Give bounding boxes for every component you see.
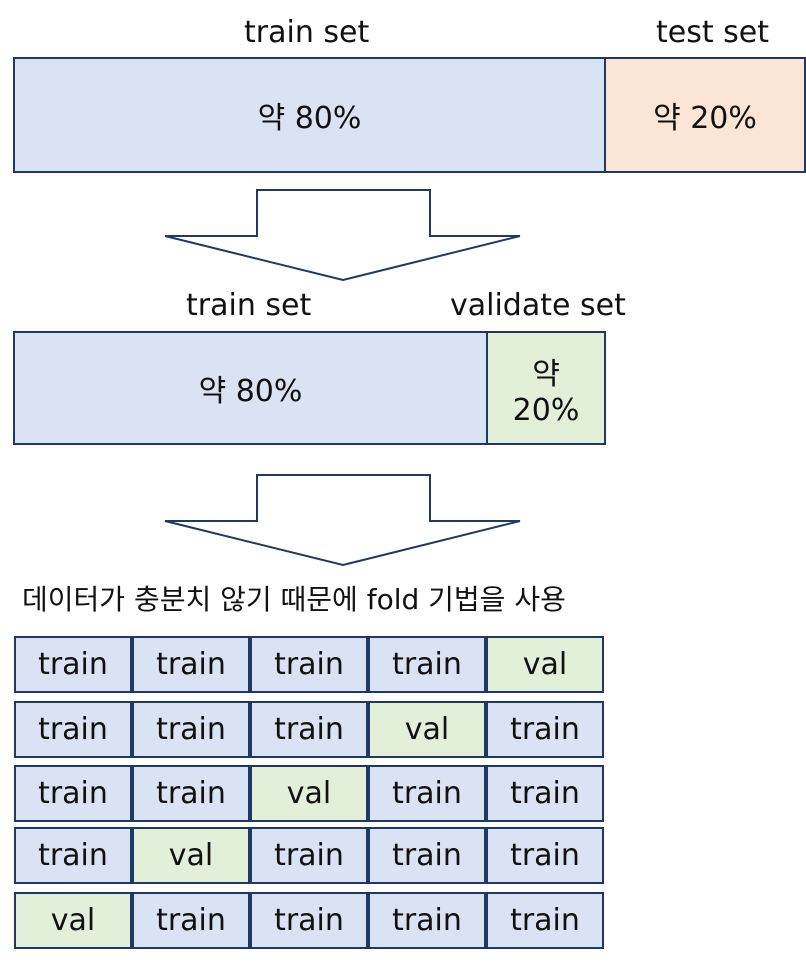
fold-cell-val: val <box>368 701 486 758</box>
fold-cell-train: train <box>132 765 250 822</box>
fold-cell-train: train <box>368 892 486 949</box>
fold-cell-val: val <box>132 827 250 884</box>
down-arrow-1 <box>164 189 521 282</box>
fold-cell-train: train <box>250 701 368 758</box>
fold-cell-train: train <box>14 636 132 693</box>
fold-cell-val: val <box>250 765 368 822</box>
fold-cell-val: val <box>486 636 604 693</box>
stage1-test-box: 약 20% <box>604 57 806 173</box>
fold-cell-train: train <box>250 892 368 949</box>
down-arrow-2 <box>164 474 521 567</box>
stage1-train-pct: 약 80% <box>257 101 362 136</box>
stage2-validate-label: validate set <box>450 288 626 323</box>
fold-cell-train: train <box>368 636 486 693</box>
stage1-train-label: train set <box>244 15 370 50</box>
fold-cell-train: train <box>14 765 132 822</box>
stage2-validate-pct-line2: 20% <box>512 392 580 428</box>
fold-cell-train: train <box>368 827 486 884</box>
stage1-test-pct: 약 20% <box>653 101 757 136</box>
fold-cell-train: train <box>486 701 604 758</box>
stage2-validate-pct-line1: 약 <box>532 356 560 392</box>
fold-cell-train: train <box>250 827 368 884</box>
stage1-test-label: test set <box>656 15 769 50</box>
fold-cell-train: train <box>132 636 250 693</box>
stage2-train-pct: 약 80% <box>198 374 303 409</box>
fold-cell-train: train <box>250 636 368 693</box>
fold-cell-train: train <box>368 765 486 822</box>
fold-cell-train: train <box>14 827 132 884</box>
fold-cell-train: train <box>132 701 250 758</box>
fold-cell-train: train <box>486 827 604 884</box>
fold-note: 데이터가 충분치 않기 때문에 fold 기법을 사용 <box>22 583 566 616</box>
fold-cell-train: train <box>486 765 604 822</box>
fold-cell-train: train <box>14 701 132 758</box>
fold-cell-train: train <box>132 892 250 949</box>
stage2-validate-box: 약 20% <box>486 331 606 445</box>
stage1-train-box: 약 80% <box>13 57 606 173</box>
stage2-train-label: train set <box>186 288 312 323</box>
fold-cell-val: val <box>14 892 132 949</box>
fold-cell-train: train <box>486 892 604 949</box>
stage2-train-box: 약 80% <box>13 331 488 445</box>
